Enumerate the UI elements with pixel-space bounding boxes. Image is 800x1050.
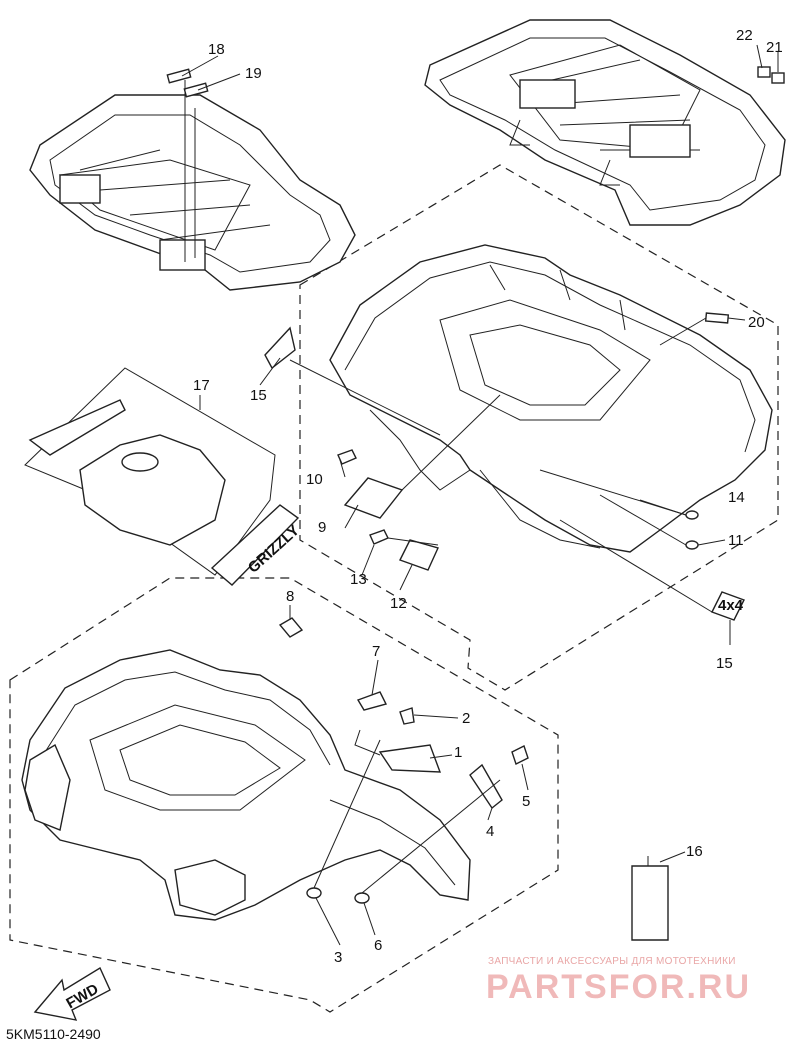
callout-15-upper: 15 <box>250 387 267 404</box>
callout-2: 2 <box>462 710 470 727</box>
callout-7: 7 <box>372 643 380 660</box>
callout-13: 13 <box>350 571 367 588</box>
rear-carrier <box>424 19 786 226</box>
front-fender-group-outline <box>9 577 559 1013</box>
callout-19: 18 <box>208 41 225 58</box>
callout-9: 9 <box>318 519 326 536</box>
callout-11: 11 <box>728 532 744 549</box>
callout-16: 20 <box>748 314 765 331</box>
callout-1: 1 <box>454 744 462 761</box>
callout-6: 6 <box>374 937 382 954</box>
callout-10: 10 <box>306 471 323 488</box>
callout-15-lower: 15 <box>716 655 733 672</box>
rear-fender <box>329 244 773 553</box>
callout-14: 14 <box>728 489 745 506</box>
watermark-tagline: ЗАПЧАСТИ И АКСЕССУАРЫ ДЛЯ МОТОТЕХНИКИ <box>488 956 736 967</box>
watermark-brand: PARTSFOR.RU <box>486 968 752 1006</box>
callout-8: 8 <box>286 588 294 605</box>
diagram-code: 5KM5110-2490 <box>6 1026 101 1042</box>
front-carrier <box>29 94 356 291</box>
callout-21: 21 <box>766 39 783 56</box>
fwd-arrow: FWD <box>33 966 111 1021</box>
callout-12: 12 <box>390 595 407 612</box>
grizzly-decal <box>210 504 300 586</box>
callout-22: 22 <box>736 27 753 44</box>
callout-18: 16 <box>686 843 703 860</box>
small-parts: 4x4 <box>166 66 785 941</box>
callout-5: 5 <box>522 793 530 810</box>
callout-3: 3 <box>334 949 342 966</box>
callout-17: 17 <box>193 377 210 394</box>
badge-4x4-text: 4x4 <box>718 597 744 614</box>
rear-fender-group-outline <box>299 164 779 691</box>
callout-4: 4 <box>486 823 494 840</box>
callout-labels: 18 19 22 21 20 15 17 10 9 14 11 13 12 8 … <box>193 27 783 966</box>
callout-20: 19 <box>245 65 262 82</box>
front-fender <box>21 649 471 921</box>
leader-lines <box>181 44 779 946</box>
